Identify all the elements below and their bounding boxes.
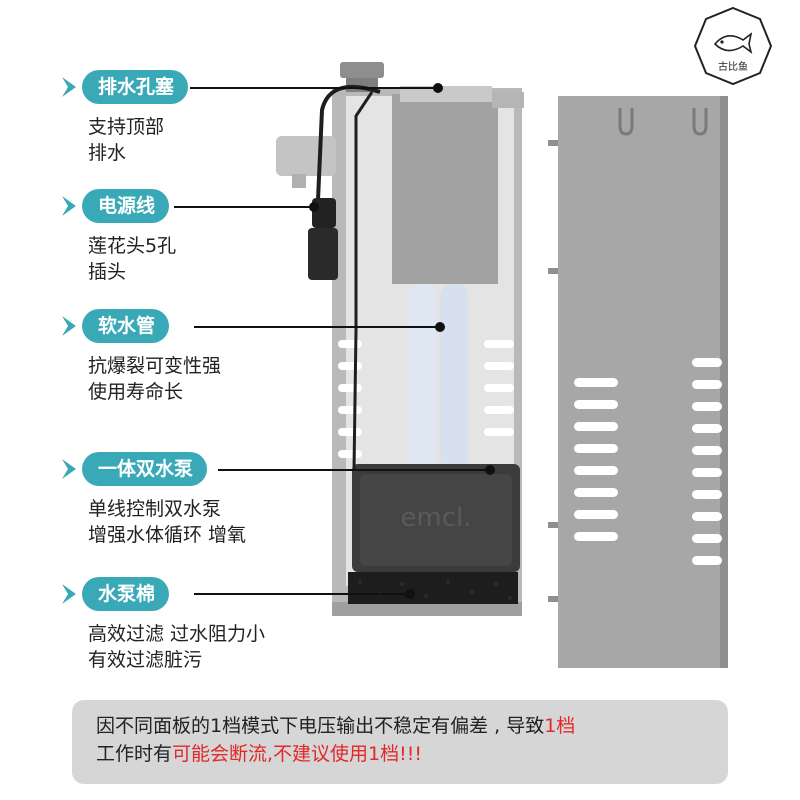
- feature-tag: 电源线: [60, 189, 300, 223]
- feature-line: 排水: [88, 142, 127, 164]
- feature-line: 支持顶部: [88, 116, 165, 138]
- feature-power-cord: 电源线 莲花头5孔 插头: [60, 189, 300, 285]
- feature-description: 高效过滤 过水阻力小 有效过滤脏污: [88, 621, 300, 673]
- callout-lines: [174, 83, 495, 599]
- feature-dual-pump: 一体双水泵 单线控制双水泵 增强水体循环 增氧: [60, 452, 300, 548]
- fish-tail-icon: [62, 584, 76, 604]
- warning-text-normal: 因不同面板的1档模式下电压输出不稳定有偏差 , 导致: [96, 715, 545, 737]
- fish-tail-icon: [62, 459, 76, 479]
- feature-tag-label: 水泵棉: [82, 577, 170, 611]
- feature-description: 支持顶部 排水: [88, 114, 300, 166]
- feature-description: 莲花头5孔 插头: [88, 233, 300, 285]
- warning-line-2: 工作时有可能会断流,不建议使用1档!!!: [96, 740, 708, 768]
- feature-tag: 排水孔塞: [60, 70, 300, 104]
- feature-line: 增强水体循环 增氧: [88, 524, 247, 546]
- feature-tag-label: 一体双水泵: [82, 452, 208, 486]
- feature-tag-label: 电源线: [82, 189, 170, 223]
- warning-text-red: 1档: [544, 715, 576, 737]
- filter-housing: [276, 62, 524, 616]
- feature-line: 单线控制双水泵: [88, 498, 222, 520]
- feature-line: 插头: [88, 261, 127, 283]
- warning-text-normal: 工作时有: [96, 743, 173, 765]
- pump-logo-text: emcl.: [400, 503, 471, 533]
- feature-line: 抗爆裂可变性强: [88, 355, 222, 377]
- fish-tail-icon: [62, 77, 76, 97]
- feature-line: 高效过滤 过水阻力小: [88, 623, 266, 645]
- fish-tail-icon: [62, 196, 76, 216]
- feature-line: 使用寿命长: [88, 381, 184, 403]
- fish-logo-icon: [693, 6, 773, 86]
- feature-tag: 软水管: [60, 309, 300, 343]
- feature-line: 莲花头5孔: [88, 235, 177, 257]
- feature-tag: 水泵棉: [60, 577, 300, 611]
- feature-tag: 一体双水泵: [60, 452, 300, 486]
- feature-tag-label: 软水管: [82, 309, 170, 343]
- back-panel: [548, 96, 728, 668]
- warning-text: 因不同面板的1档模式下电压输出不稳定有偏差 , 导致1档 工作时有可能会断流,不…: [96, 712, 708, 768]
- feature-drain-plug: 排水孔塞 支持顶部 排水: [60, 70, 300, 166]
- feature-pump-sponge: 水泵棉 高效过滤 过水阻力小 有效过滤脏污: [60, 577, 300, 673]
- feature-line: 有效过滤脏污: [88, 649, 203, 671]
- feature-description: 单线控制双水泵 增强水体循环 增氧: [88, 496, 300, 548]
- feature-tag-label: 排水孔塞: [82, 70, 189, 104]
- warning-notice: 因不同面板的1档模式下电压输出不稳定有偏差 , 导致1档 工作时有可能会断流,不…: [72, 700, 728, 784]
- fish-tail-icon: [62, 316, 76, 336]
- feature-description: 抗爆裂可变性强 使用寿命长: [88, 353, 300, 405]
- warning-line-1: 因不同面板的1档模式下电压输出不稳定有偏差 , 导致1档: [96, 712, 708, 740]
- logo-text: 古比鱼: [718, 62, 748, 73]
- feature-soft-hose: 软水管 抗爆裂可变性强 使用寿命长: [60, 309, 300, 405]
- warning-text-red: 可能会断流,不建议使用1档!!!: [172, 743, 422, 765]
